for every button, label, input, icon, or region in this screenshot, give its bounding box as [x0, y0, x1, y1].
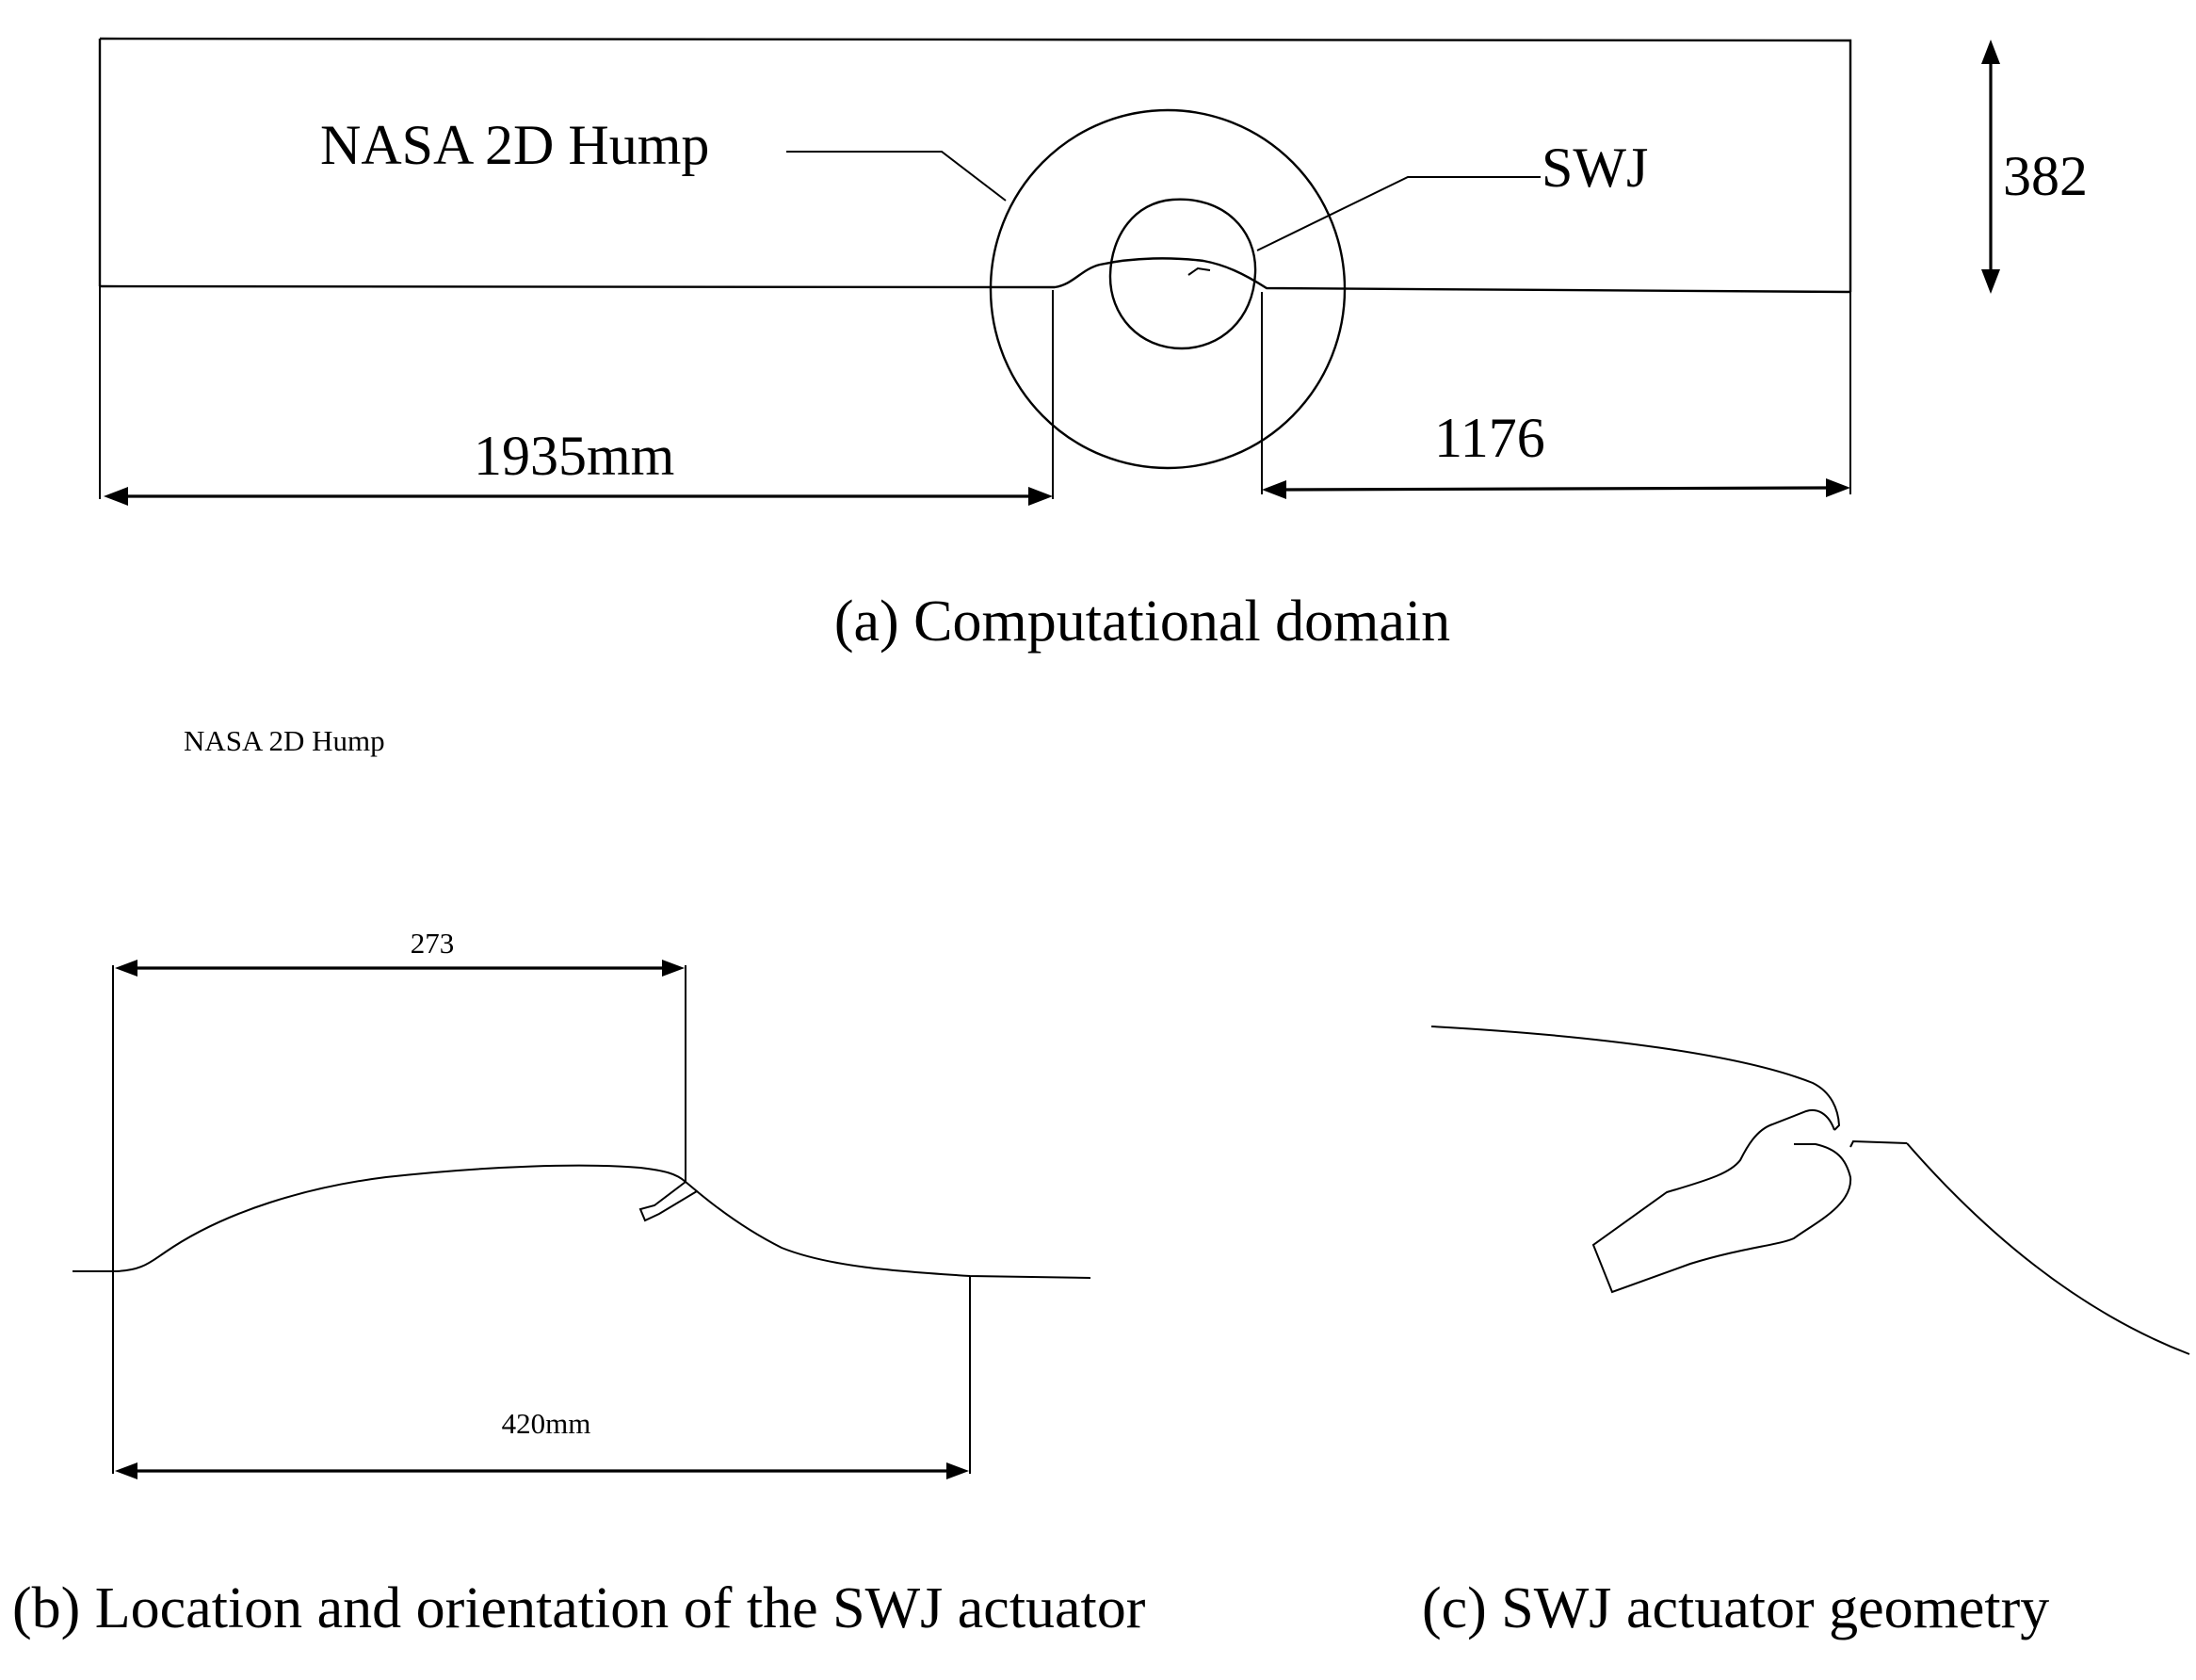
- slot-mark: [1187, 267, 1211, 276]
- downstream-arrow-right: [1826, 478, 1850, 497]
- swj-callout-line: [1256, 176, 1541, 251]
- height-arrow-top: [1981, 40, 2000, 64]
- panel-a: NASA 2D Hump SWJ 382 1935mm 1176 (a) Com…: [98, 37, 2088, 654]
- swj-label: SWJ: [1542, 137, 1648, 199]
- dim-273-arrow-right: [662, 960, 685, 977]
- dim-420-label: 420mm: [502, 1407, 591, 1440]
- upstream-arrow-left: [104, 487, 128, 506]
- hump-profile: [73, 1164, 1091, 1279]
- dim-273-label: 273: [411, 927, 455, 960]
- domain-outline: [98, 37, 1852, 292]
- dim-420-arrow-right: [946, 1462, 969, 1479]
- downstream-arrow-left: [1262, 480, 1286, 499]
- inner-zoom-circle: [1108, 198, 1257, 350]
- downstream-surface: [1906, 1142, 2190, 1355]
- upstream-arrow-right: [1028, 487, 1053, 506]
- caption-a: (a) Computational domain: [834, 590, 1450, 654]
- height-dim-label: 382: [2003, 145, 2088, 207]
- caption-b: (b) Location and orientation of the SWJ …: [12, 1576, 1146, 1640]
- hump-label: NASA 2D Hump: [320, 114, 709, 176]
- height-arrow-bottom: [1981, 269, 2000, 294]
- actuator-slot: [638, 1180, 699, 1222]
- panel-c: (c) SWJ actuator geometry: [1422, 1026, 2190, 1640]
- actuator-body: [1591, 1109, 1852, 1294]
- panel-b-title: NASA 2D Hump: [184, 724, 385, 757]
- panel-b: NASA 2D Hump 273 420mm (b) Location and …: [12, 724, 1146, 1640]
- upstream-dim-label: 1935mm: [474, 425, 674, 487]
- caption-c: (c) SWJ actuator geometry: [1422, 1576, 2049, 1640]
- outer-zoom-circle: [989, 108, 1347, 470]
- downstream-dim-line: [1280, 486, 1833, 492]
- dim-420-arrow-left: [115, 1462, 137, 1479]
- hump-wall: [99, 257, 1851, 294]
- dim-273-arrow-left: [115, 960, 137, 977]
- actuator-nozzle-lip: [1849, 1139, 1908, 1148]
- upstream-surface: [1430, 1026, 1841, 1131]
- hump-callout-line: [786, 151, 1007, 202]
- downstream-dim-label: 1176: [1434, 407, 1545, 469]
